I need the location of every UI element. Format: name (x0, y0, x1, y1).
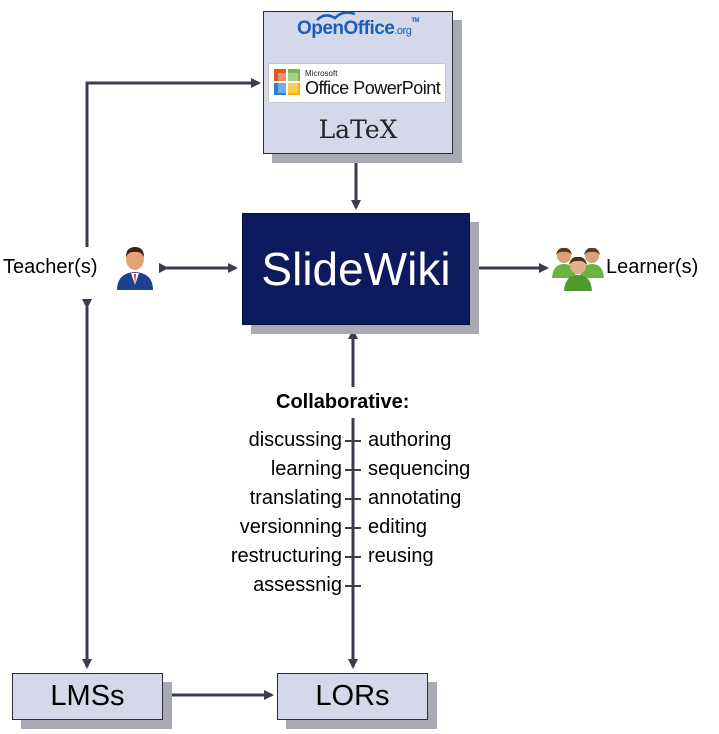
latex-logo: LaTeX (263, 115, 453, 144)
powerpoint-logo (268, 63, 446, 103)
slidewiki-title: SlideWiki (261, 243, 451, 295)
seagull-icon (316, 11, 356, 21)
learners-icon (552, 247, 604, 291)
lor-box: LORs (277, 673, 428, 720)
openoffice-name: OpenOffice (296, 18, 395, 39)
office-icon (274, 69, 300, 95)
learners-label: Learner(s) (606, 256, 699, 278)
openoffice-tm: TM (411, 18, 420, 24)
activity-reusing: reusing (368, 545, 434, 567)
openoffice-logo: OpenOffice.orgTM (263, 11, 453, 40)
teacher-label: Teacher(s) (3, 256, 98, 278)
activity-restructuring: restructuring (230, 545, 342, 567)
lor-label: LORs (315, 680, 390, 712)
activity-assessnig: assessnig (253, 574, 342, 596)
openoffice-suffix: .org (394, 25, 412, 37)
powerpoint-name: Office PowerPoint (305, 78, 441, 98)
slidewiki-box (242, 213, 470, 325)
activity-discussing: discussing (248, 429, 342, 451)
lms-label: LMSs (50, 680, 125, 712)
teacher-icon (117, 247, 153, 290)
activity-versionning: versionning (239, 516, 342, 538)
collaborative-title: Collaborative: (276, 391, 410, 413)
powerpoint-vendor: Microsoft (305, 69, 338, 78)
latex-name: LaTeX (318, 115, 398, 144)
activity-authoring: authoring (368, 429, 452, 451)
activity-annotating: annotating (368, 487, 462, 509)
activity-translating: translating (249, 487, 342, 509)
activity-learning: learning (270, 458, 342, 480)
activity-sequencing: sequencing (368, 458, 471, 480)
teacher-to-authoring-tools-arrow (85, 78, 261, 247)
activity-editing: editing (368, 516, 427, 538)
lms-box: LMSs (12, 673, 163, 720)
collaboration-ticks (345, 440, 361, 587)
